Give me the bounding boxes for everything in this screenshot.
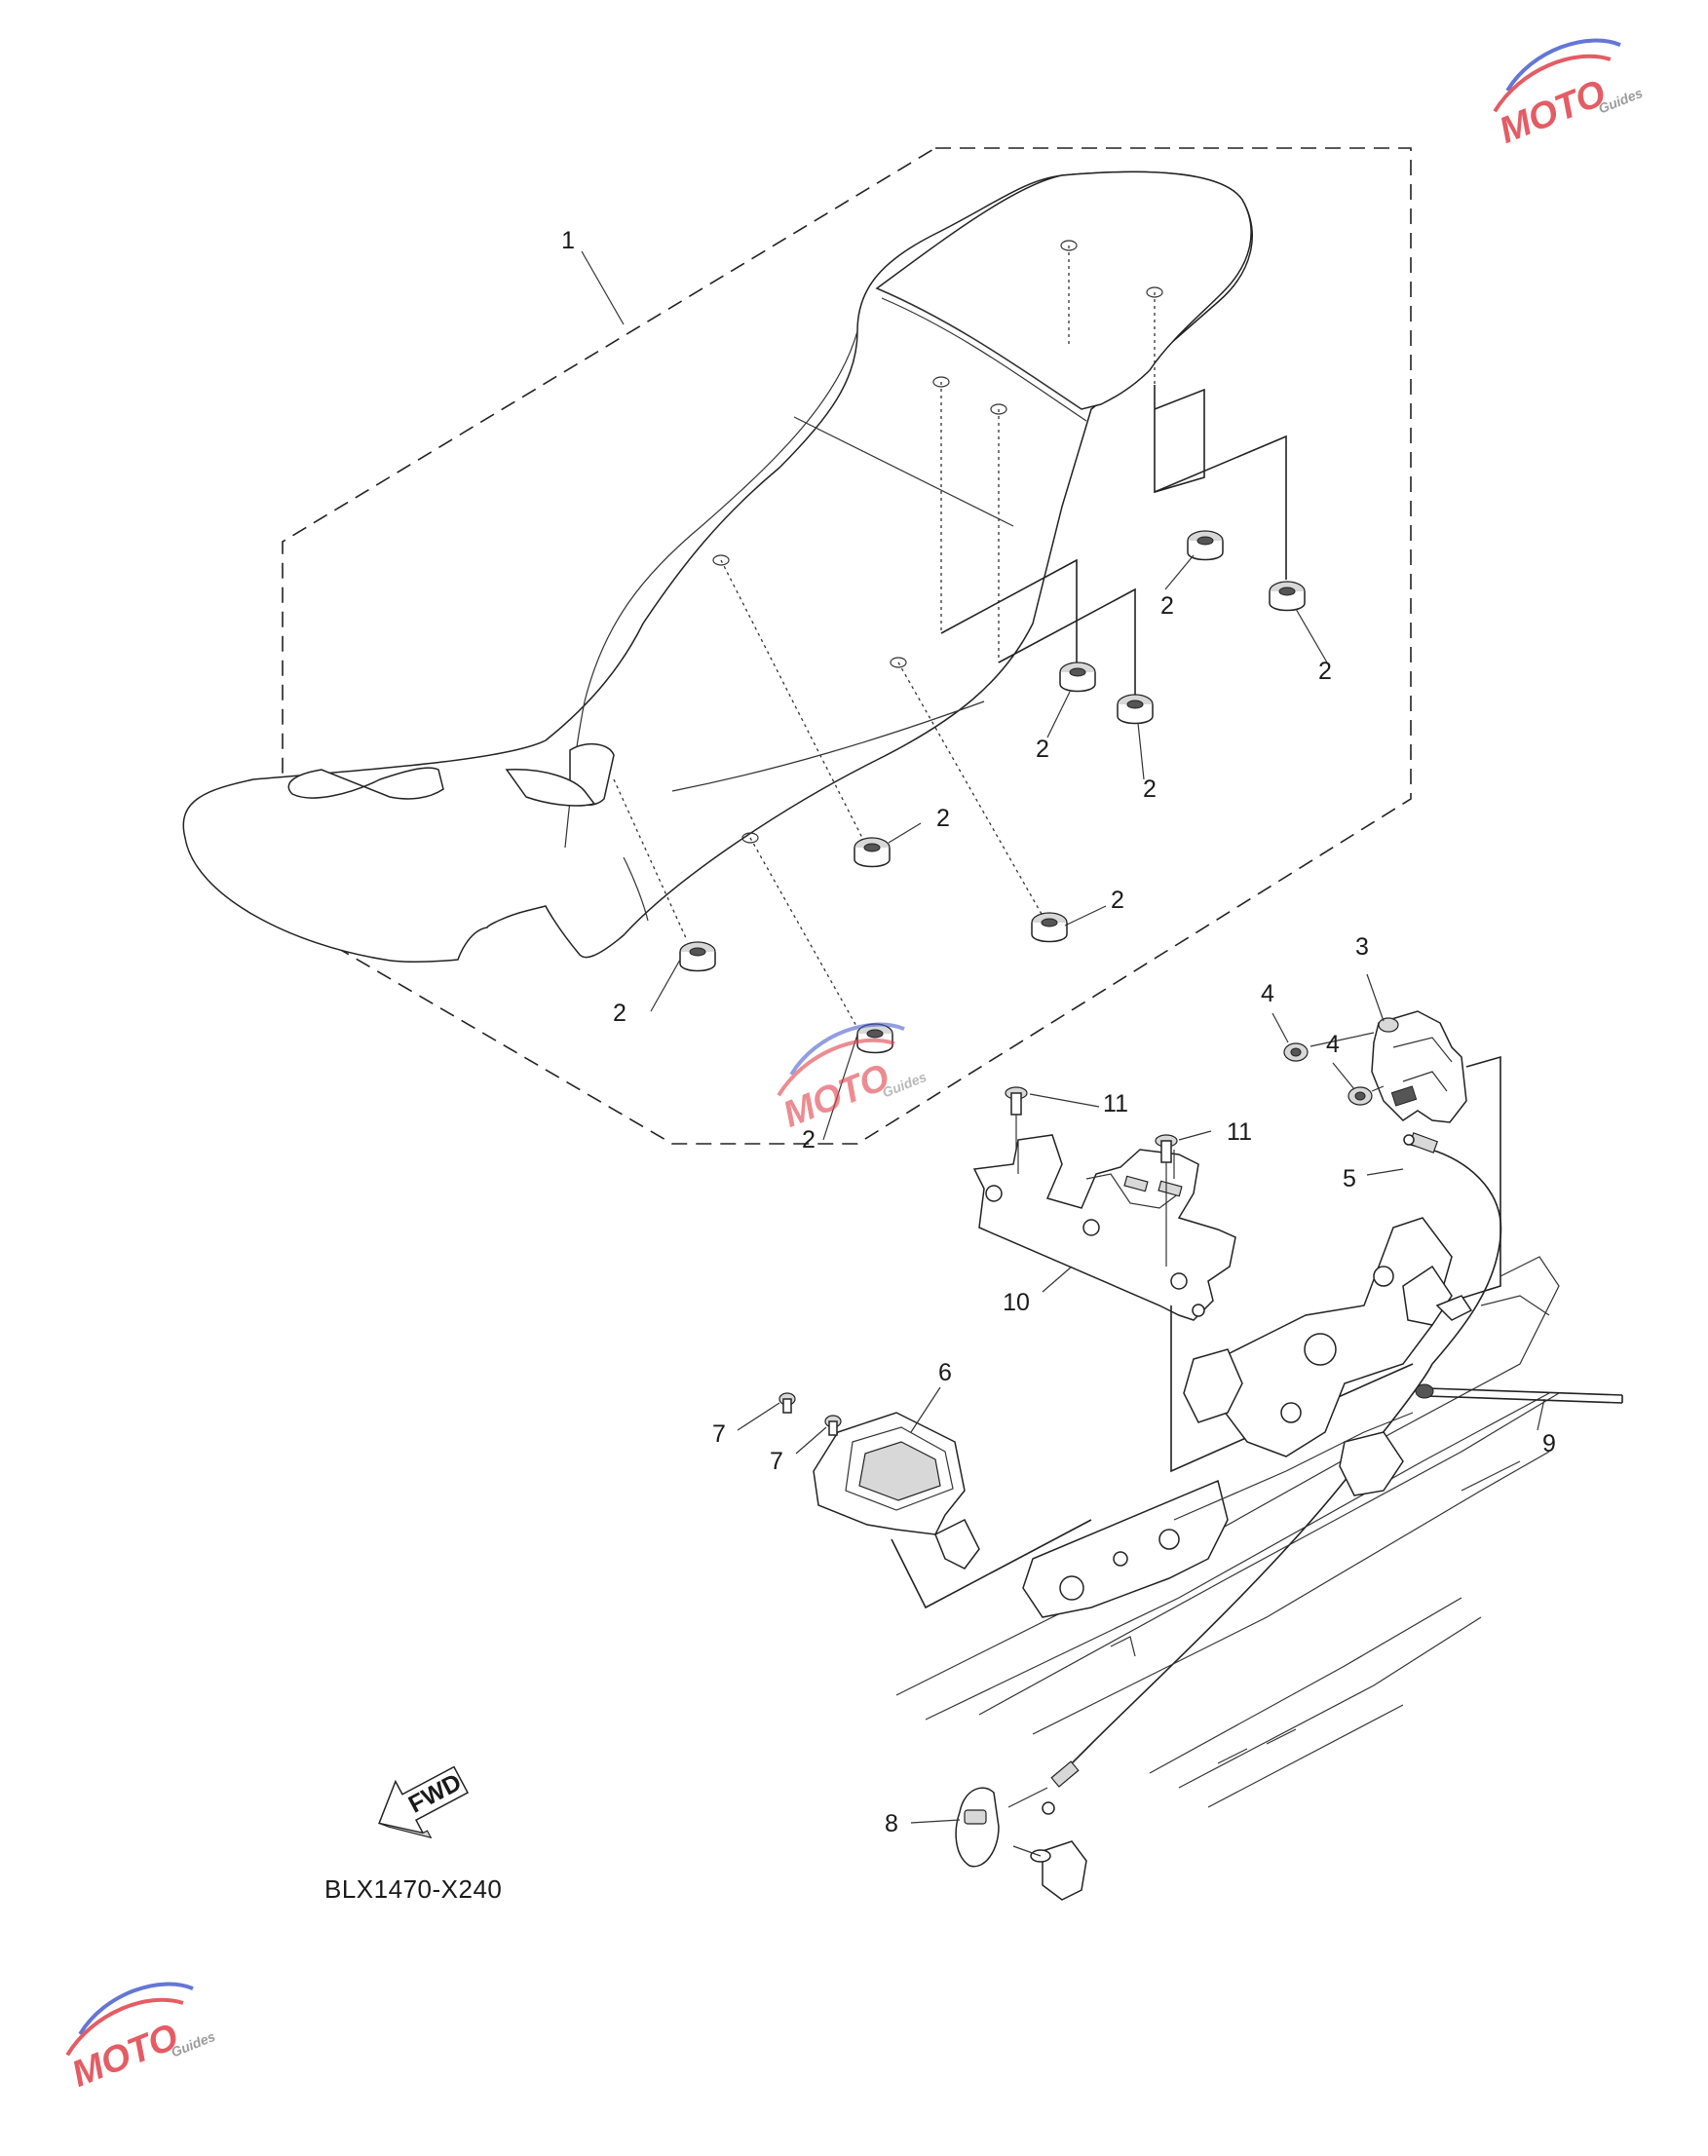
callout-2: 2 [1160, 592, 1174, 620]
callout-2: 2 [802, 1126, 816, 1154]
damper-8 [856, 1023, 893, 1054]
diagram-code: BLX1470-X240 [324, 1874, 502, 1904]
collar-2 [1347, 1086, 1373, 1106]
callout-2: 2 [1318, 658, 1332, 685]
callout-2: 2 [613, 1000, 626, 1027]
leader-lines [581, 250, 1545, 1824]
callout-10: 10 [1003, 1289, 1030, 1316]
damper-3 [1059, 662, 1096, 693]
callout-3: 3 [1355, 933, 1369, 961]
collar-1 [1283, 1042, 1309, 1062]
damper-5 [854, 837, 891, 868]
strap-rod [1415, 1383, 1623, 1404]
callout-11: 11 [1227, 1118, 1252, 1146]
svg-text:Guides: Guides [880, 1069, 929, 1101]
callout-2: 2 [1036, 736, 1049, 763]
callout-11: 11 [1103, 1090, 1128, 1117]
callout-2: 2 [1111, 887, 1124, 914]
callout-4: 4 [1261, 980, 1274, 1007]
callout-8: 8 [885, 1810, 898, 1837]
watermark-logo: MOTO Guides [1493, 38, 1645, 152]
damper-brackets [940, 385, 1287, 703]
damper-7 [679, 941, 716, 972]
mounting-guides [613, 240, 1163, 1029]
seat-bracket [972, 1134, 1236, 1321]
screw-1 [778, 1392, 796, 1414]
screw-2 [824, 1415, 842, 1436]
watermark-logo: MOTO Guides [65, 1982, 217, 2096]
callout-2: 2 [1143, 775, 1157, 803]
bolt-2 [1155, 1134, 1178, 1267]
key-cylinder [955, 1787, 1087, 1901]
forward-arrow: FWD [378, 1765, 470, 1839]
callouts: 1 2 2 2 2 2 2 2 2 3 4 4 5 6 7 7 8 9 10 1… [561, 227, 1556, 1837]
bolt-1 [1005, 1086, 1028, 1150]
callout-7: 7 [712, 1420, 726, 1448]
seat-lock-cable [1042, 1132, 1502, 1815]
callout-6: 6 [938, 1359, 952, 1386]
svg-text:Guides: Guides [1596, 85, 1645, 117]
callout-9: 9 [1542, 1430, 1556, 1457]
svg-text:Guides: Guides [169, 2028, 217, 2061]
seat [182, 170, 1253, 963]
rubber-dampers [679, 530, 1306, 1054]
damper-6 [1031, 912, 1068, 943]
callout-2: 2 [936, 805, 950, 832]
fwd-label: FWD [404, 1768, 466, 1818]
tray-cover [813, 1412, 1092, 1609]
callout-7: 7 [770, 1448, 783, 1475]
damper-1 [1187, 530, 1224, 561]
damper-4 [1117, 694, 1154, 725]
rear-frame [895, 1217, 1560, 1808]
damper-2 [1269, 581, 1306, 612]
watermark-logo: MOTO Guides [777, 1022, 929, 1136]
callout-4: 4 [1326, 1031, 1340, 1058]
callout-1: 1 [561, 227, 575, 254]
callout-5: 5 [1343, 1165, 1356, 1192]
